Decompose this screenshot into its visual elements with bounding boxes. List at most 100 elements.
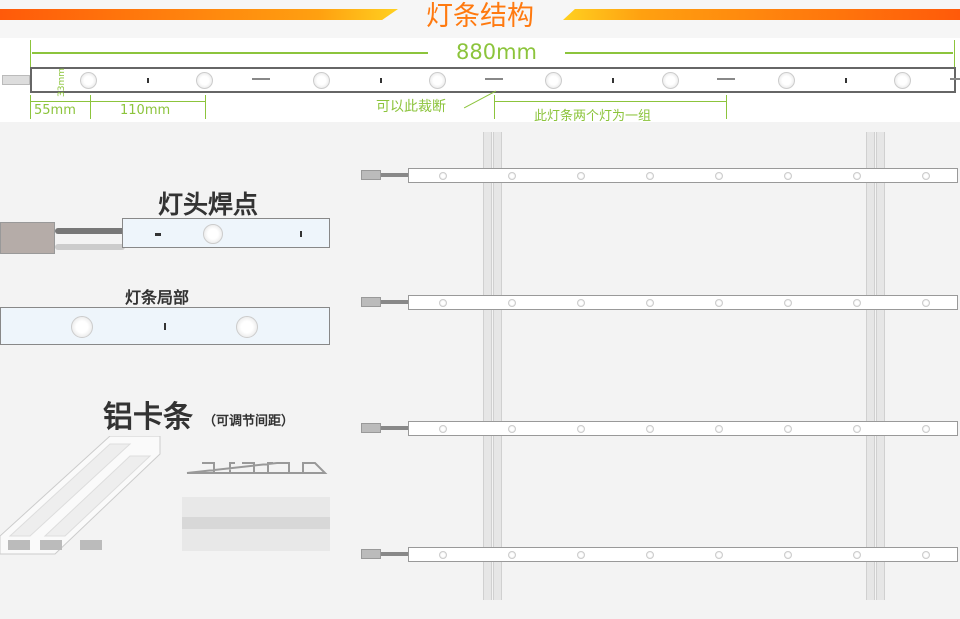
cut-mark [484,78,503,80]
plug-connector [361,549,381,559]
led [545,72,563,89]
wire [381,426,409,430]
led [439,299,447,307]
dim-line-group [494,101,726,102]
total-length-label: 880mm [456,40,537,64]
led-strip [408,295,958,310]
led [784,299,792,307]
led [894,72,912,89]
led [784,551,792,559]
plug-connector [361,423,381,433]
led-strip-full [30,67,960,93]
local-title: 灯条局部 [125,288,190,307]
wire-dark [55,228,125,234]
led [777,72,795,89]
led [922,425,930,433]
led [646,425,654,433]
led [439,172,447,180]
aluminum-rail [483,132,492,600]
plug-connector [0,222,55,254]
led [196,72,214,89]
wire [381,300,409,304]
led [80,72,97,89]
led [922,172,930,180]
cut-mark [949,78,960,80]
led [922,551,930,559]
led [439,551,447,559]
led [71,316,93,338]
aluminum-profile-section [182,462,330,551]
resistor [379,78,382,83]
led [715,551,723,559]
led [577,299,585,307]
led [508,299,516,307]
dim-tick [90,95,91,119]
led [312,72,330,89]
dim-tick [494,95,495,119]
led [715,425,723,433]
led [439,425,447,433]
led [508,425,516,433]
led [236,316,258,338]
local-strip [0,307,330,345]
led [784,172,792,180]
wire [381,552,409,556]
led [508,551,516,559]
led [784,425,792,433]
led [577,172,585,180]
resistor [844,78,847,83]
led [715,172,723,180]
dim-tick [30,95,31,119]
led [508,172,516,180]
resistor [147,78,149,83]
solder-title: 灯头焊点 [158,190,259,219]
plug-connector [361,170,381,180]
group-label: 此灯条两个灯为一组 [534,109,652,124]
led [853,172,861,180]
led [577,551,585,559]
cut-mark [252,78,270,80]
dim-tick-left [30,40,31,68]
resistor [300,231,302,237]
aluminum-rail [493,132,502,600]
dim-tick [205,95,206,119]
cut-mark [717,78,736,80]
led [577,425,585,433]
resistor [164,323,166,330]
dim-line-pitch [30,101,205,102]
cut-label: 可以此裁断 [376,99,446,115]
led [853,425,861,433]
header-band-right [563,9,960,20]
aluminum-profile-3d [0,436,161,555]
arrow-icon [155,233,161,236]
led [203,224,223,244]
led [646,299,654,307]
led [853,299,861,307]
aluminum-note: （可调节间距） [203,414,295,429]
dim-tick [726,95,727,119]
dim-tick-right [954,40,955,68]
aluminum-title: 铝卡条 [103,400,193,435]
header-band-left [0,9,398,20]
dim-line-left [32,52,428,54]
end-offset-label: 55mm [34,103,76,118]
led [646,551,654,559]
aluminum-rail [866,132,875,600]
led [853,551,861,559]
led-pitch-label: 110mm [120,103,171,118]
dim-line-right [565,52,953,54]
width-label: 33mm [57,68,67,97]
led-strip [408,421,958,436]
aluminum-rail [876,132,885,600]
wire-light [55,244,125,250]
led [646,172,654,180]
header-bar: 灯条结构 [0,0,960,38]
led-strip [408,168,958,183]
led-strip [408,547,958,562]
resistor [612,78,615,83]
led [661,72,679,89]
led [428,72,446,89]
led [715,299,723,307]
strip-connector [2,75,30,85]
solder-strip [122,218,330,248]
